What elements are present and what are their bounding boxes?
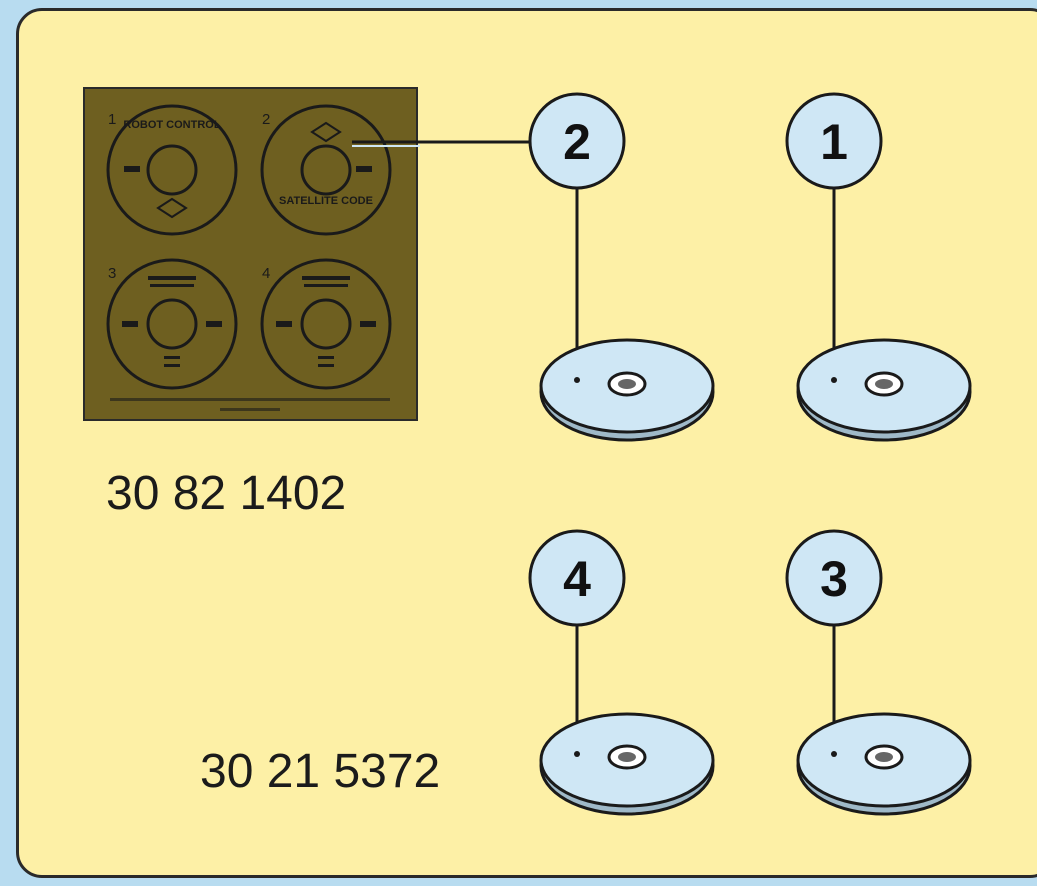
- disc-icon: [539, 338, 715, 442]
- label-sheet-icon: 1 ROBOT CONTROL 2 SATELLITE CODE 3: [83, 87, 418, 421]
- label-1-text: ROBOT CONTROL: [123, 119, 220, 131]
- callout-3: 3: [820, 551, 848, 607]
- disc-group-3: 3: [785, 529, 972, 816]
- label-position-1: 1: [108, 111, 116, 128]
- disc-icon: [796, 338, 972, 442]
- label-2-text: SATELLITE CODE: [279, 195, 373, 207]
- part-number-discs: 30 21 5372: [200, 745, 441, 798]
- disc-icon: [796, 712, 972, 816]
- label-position-4: 4: [262, 265, 270, 282]
- callout-4: 4: [563, 551, 591, 607]
- disc-group-1: 1: [785, 92, 972, 442]
- callout-2: 2: [563, 114, 591, 170]
- label-position-3: 3: [108, 265, 116, 282]
- disc-group-2: 2: [528, 92, 715, 442]
- callout-2-circle: [528, 92, 626, 190]
- disc-group-4: 4: [528, 529, 715, 816]
- label-2: 2 SATELLITE CODE: [260, 104, 392, 236]
- callout-4-circle: [528, 529, 626, 627]
- part-number-label-sheet: 30 82 1402: [106, 467, 347, 520]
- label-1: 1 ROBOT CONTROL: [106, 104, 238, 236]
- callout-1: 1: [820, 114, 848, 170]
- label-3: 3: [106, 258, 238, 390]
- label-4: 4: [260, 258, 392, 390]
- callout-1-circle: [785, 92, 883, 190]
- callout-3-circle: [785, 529, 883, 627]
- label-position-2: 2: [262, 111, 270, 128]
- disc-icon: [539, 712, 715, 816]
